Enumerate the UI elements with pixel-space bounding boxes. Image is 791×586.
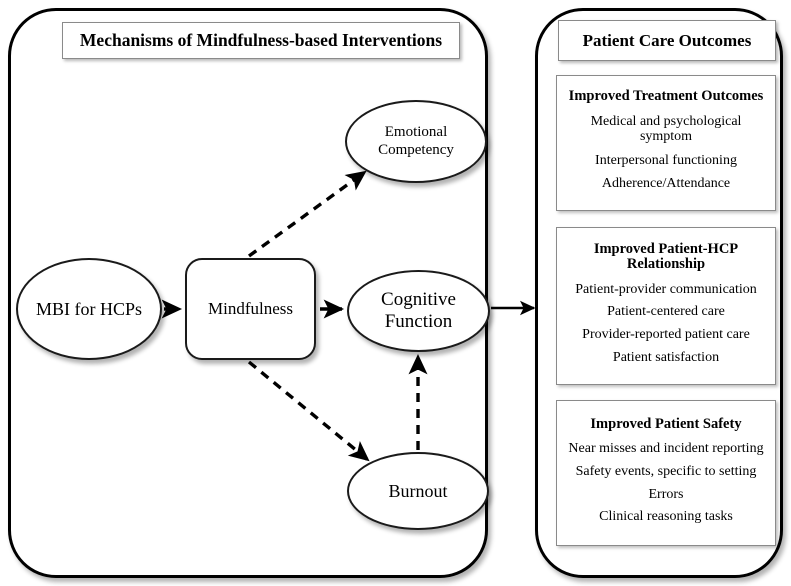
node-burnout: Burnout <box>347 452 489 530</box>
node-mindfulness: Mindfulness <box>185 258 316 360</box>
outcome-item: Interpersonal functioning <box>595 152 737 168</box>
outcome-box-relationship: Improved Patient-HCP Relationship Patien… <box>556 227 776 385</box>
outcome-item: Patient-provider communication <box>575 281 757 297</box>
outcome-item: Clinical reasoning tasks <box>599 509 733 525</box>
outcome-item: Errors <box>648 486 684 502</box>
outcome-item: Patient-centered care <box>607 304 725 320</box>
outcome-title: Improved Patient-HCP Relationship <box>593 241 739 273</box>
outcome-item: Medical and psychological symptom <box>590 113 742 144</box>
outcome-title: Improved Patient Safety <box>590 415 742 432</box>
outcomes-panel-title: Patient Care Outcomes <box>558 20 776 61</box>
outcome-title: Improved Treatment Outcomes <box>568 88 764 105</box>
node-mbi-for-hcps: MBI for HCPs <box>16 258 162 360</box>
node-emotional-competency: Emotional Competency <box>345 100 487 183</box>
outcome-item: Patient satisfaction <box>612 350 720 366</box>
outcome-item: Provider-reported patient care <box>582 327 750 343</box>
node-cognitive-function: Cognitive Function <box>347 270 490 352</box>
outcome-item: Near misses and incident reporting <box>568 440 764 456</box>
mechanisms-panel-title: Mechanisms of Mindfulness-based Interven… <box>62 22 460 59</box>
outcome-box-safety: Improved Patient Safety Near misses and … <box>556 400 776 546</box>
outcome-box-treatment: Improved Treatment Outcomes Medical and … <box>556 75 776 211</box>
outcome-item: Safety events, specific to setting <box>575 463 757 479</box>
outcome-item: Adherence/Attendance <box>601 176 731 192</box>
